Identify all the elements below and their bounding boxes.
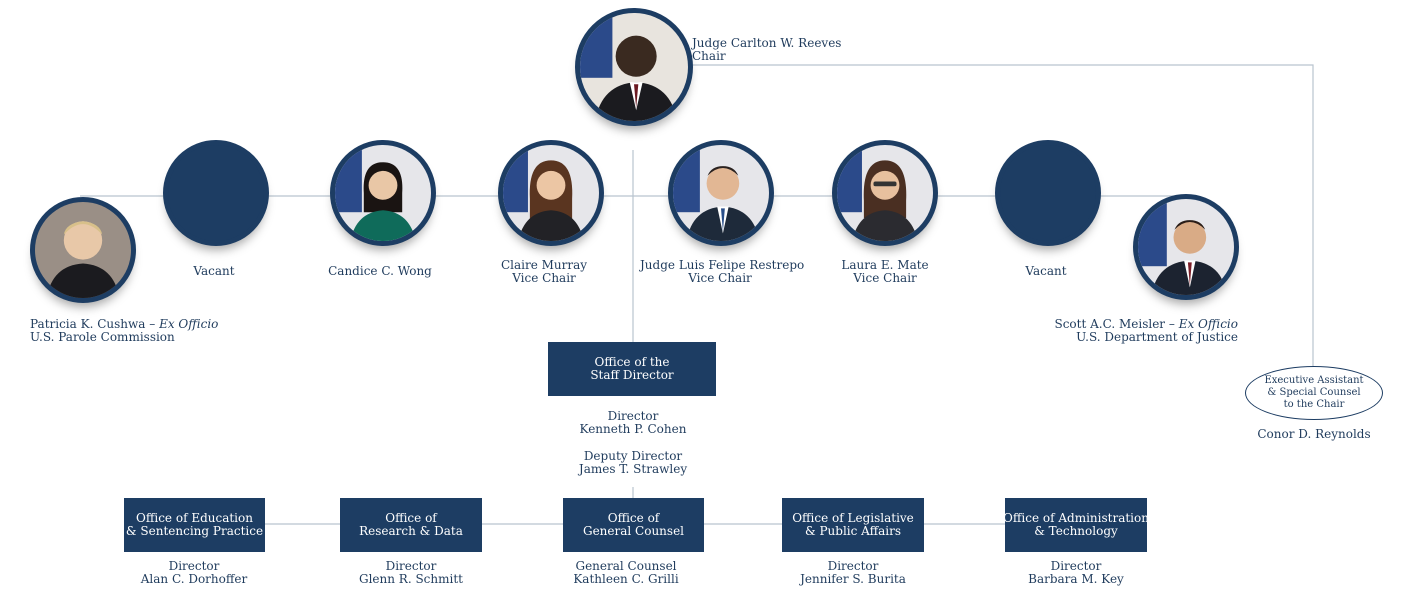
deputy-director-label: Deputy Director James T. Strawley xyxy=(553,450,713,476)
chair-label: Judge Carlton W. Reeves Chair xyxy=(692,37,841,63)
director-name: Kenneth P. Cohen xyxy=(579,422,687,436)
executive-assistant-line2: & Special Counsel xyxy=(1267,387,1361,398)
ex-officio-tag: Ex Officio xyxy=(159,317,219,331)
office-head-name: Alan C. Dorhoffer xyxy=(140,572,248,586)
chair-role: Chair xyxy=(692,49,726,63)
office-line1: Office of Administration xyxy=(1003,511,1149,525)
deputy-director-name: James T. Strawley xyxy=(578,462,688,476)
ex-officio-right-photo xyxy=(1133,194,1239,300)
office-legislative-head: Director Jennifer S. Burita xyxy=(773,560,933,586)
office-head-title: Director xyxy=(168,559,220,573)
commissioner-5-role: Vice Chair xyxy=(853,271,917,285)
person-silhouette-icon xyxy=(673,145,769,241)
commissioner-4-role: Vice Chair xyxy=(688,271,752,285)
office-general-counsel-head: General Counsel Kathleen C. Grilli xyxy=(546,560,706,586)
office-administration-head: Director Barbara M. Key xyxy=(996,560,1156,586)
commissioner-4-label: Judge Luis Felipe Restrepo Vice Chair xyxy=(640,258,805,285)
commissioner-5-name: Laura E. Mate xyxy=(841,258,929,272)
office-head-title: Director xyxy=(1050,559,1102,573)
office-head-title: Director xyxy=(385,559,437,573)
commissioner-3-name: Claire Murray xyxy=(500,258,588,272)
executive-assistant-oval: Executive Assistant & Special Counsel to… xyxy=(1245,366,1383,420)
commissioner-5-label: Laura E. Mate Vice Chair xyxy=(825,259,945,285)
staff-director-office-box: Office of the Staff Director xyxy=(548,342,716,396)
office-head-name: Barbara M. Key xyxy=(1028,572,1124,586)
ex-officio-right-label: Scott A.C. Meisler – Ex Officio U.S. Dep… xyxy=(1054,318,1238,344)
commissioner-6-label: Vacant xyxy=(996,265,1096,278)
office-research-box: Office of Research & Data xyxy=(340,498,482,552)
chair-name: Judge Carlton W. Reeves xyxy=(692,36,842,50)
chair-photo xyxy=(575,8,693,126)
office-line2: Research & Data xyxy=(359,524,463,538)
ex-officio-left-label: Patricia K. Cushwa – Ex Officio U.S. Par… xyxy=(30,318,218,344)
commissioner-2-label: Candice C. Wong xyxy=(320,265,440,278)
office-line1: Office of xyxy=(385,511,437,525)
office-head-title: Director xyxy=(827,559,879,573)
commissioner-4-photo xyxy=(668,140,774,246)
commissioner-1-label: Vacant xyxy=(164,265,264,278)
person-silhouette-icon xyxy=(837,145,933,241)
office-line1: Office of Legislative xyxy=(792,511,914,525)
executive-assistant-name-label: Conor D. Reynolds xyxy=(1244,428,1384,441)
office-education-head: Director Alan C. Dorhoffer xyxy=(114,560,274,586)
commissioner-2-name: Candice C. Wong xyxy=(328,264,432,278)
commissioner-1-name: Vacant xyxy=(193,264,235,278)
office-head-name: Glenn R. Schmitt xyxy=(359,572,463,586)
deputy-director-title: Deputy Director xyxy=(583,449,683,463)
executive-assistant-line3: to the Chair xyxy=(1283,399,1345,410)
commissioner-5-photo xyxy=(832,140,938,246)
office-line2: & Public Affairs xyxy=(804,524,902,538)
office-head-title: General Counsel xyxy=(575,559,677,573)
chair-to-assistant-line xyxy=(680,64,1314,366)
commissioner-vacant-1-circle xyxy=(163,140,269,246)
person-silhouette-icon xyxy=(35,202,131,298)
office-general-counsel-box: Office of General Counsel xyxy=(563,498,704,552)
separator: – xyxy=(145,317,160,331)
ex-officio-tag: Ex Officio xyxy=(1178,317,1238,331)
office-line2: & Technology xyxy=(1034,524,1118,538)
commissioner-4-name: Judge Luis Felipe Restrepo xyxy=(640,258,805,272)
executive-assistant-name: Conor D. Reynolds xyxy=(1257,427,1371,441)
office-line2: & Sentencing Practice xyxy=(125,524,264,538)
staff-director-office-line2: Staff Director xyxy=(590,368,674,382)
separator: – xyxy=(1165,317,1179,331)
commissioner-3-label: Claire Murray Vice Chair xyxy=(484,259,604,285)
commissioner-3-role: Vice Chair xyxy=(512,271,576,285)
commissioner-6-name: Vacant xyxy=(1025,264,1067,278)
office-administration-box: Office of Administration & Technology xyxy=(1003,498,1149,552)
office-head-name: Kathleen C. Grilli xyxy=(573,572,679,586)
commissioner-2-photo xyxy=(330,140,436,246)
person-silhouette-icon xyxy=(580,13,688,121)
office-line1: Office of xyxy=(607,511,660,525)
ex-officio-right-name: Scott A.C. Meisler xyxy=(1054,317,1166,331)
director-label: Director Kenneth P. Cohen xyxy=(553,410,713,436)
office-line1: Office of Education xyxy=(136,511,253,525)
ex-officio-left-name: Patricia K. Cushwa xyxy=(30,317,146,331)
office-legislative-box: Office of Legislative & Public Affairs xyxy=(782,498,924,552)
person-silhouette-icon xyxy=(503,145,599,241)
director-title: Director xyxy=(607,409,659,423)
executive-assistant-line1: Executive Assistant xyxy=(1264,375,1364,386)
ex-officio-right-org: U.S. Department of Justice xyxy=(1076,330,1238,344)
office-line2: General Counsel xyxy=(582,524,685,538)
office-education-box: Office of Education & Sentencing Practic… xyxy=(124,498,265,552)
ex-officio-left-photo xyxy=(30,197,136,303)
ex-officio-left-org: U.S. Parole Commission xyxy=(30,330,175,344)
person-silhouette-icon xyxy=(335,145,431,241)
staff-director-office-line1: Office of the xyxy=(594,355,670,369)
office-head-name: Jennifer S. Burita xyxy=(800,572,906,586)
commissioner-3-photo xyxy=(498,140,604,246)
commissioner-vacant-2-circle xyxy=(995,140,1101,246)
person-silhouette-icon xyxy=(1138,199,1234,295)
office-research-head: Director Glenn R. Schmitt xyxy=(331,560,491,586)
